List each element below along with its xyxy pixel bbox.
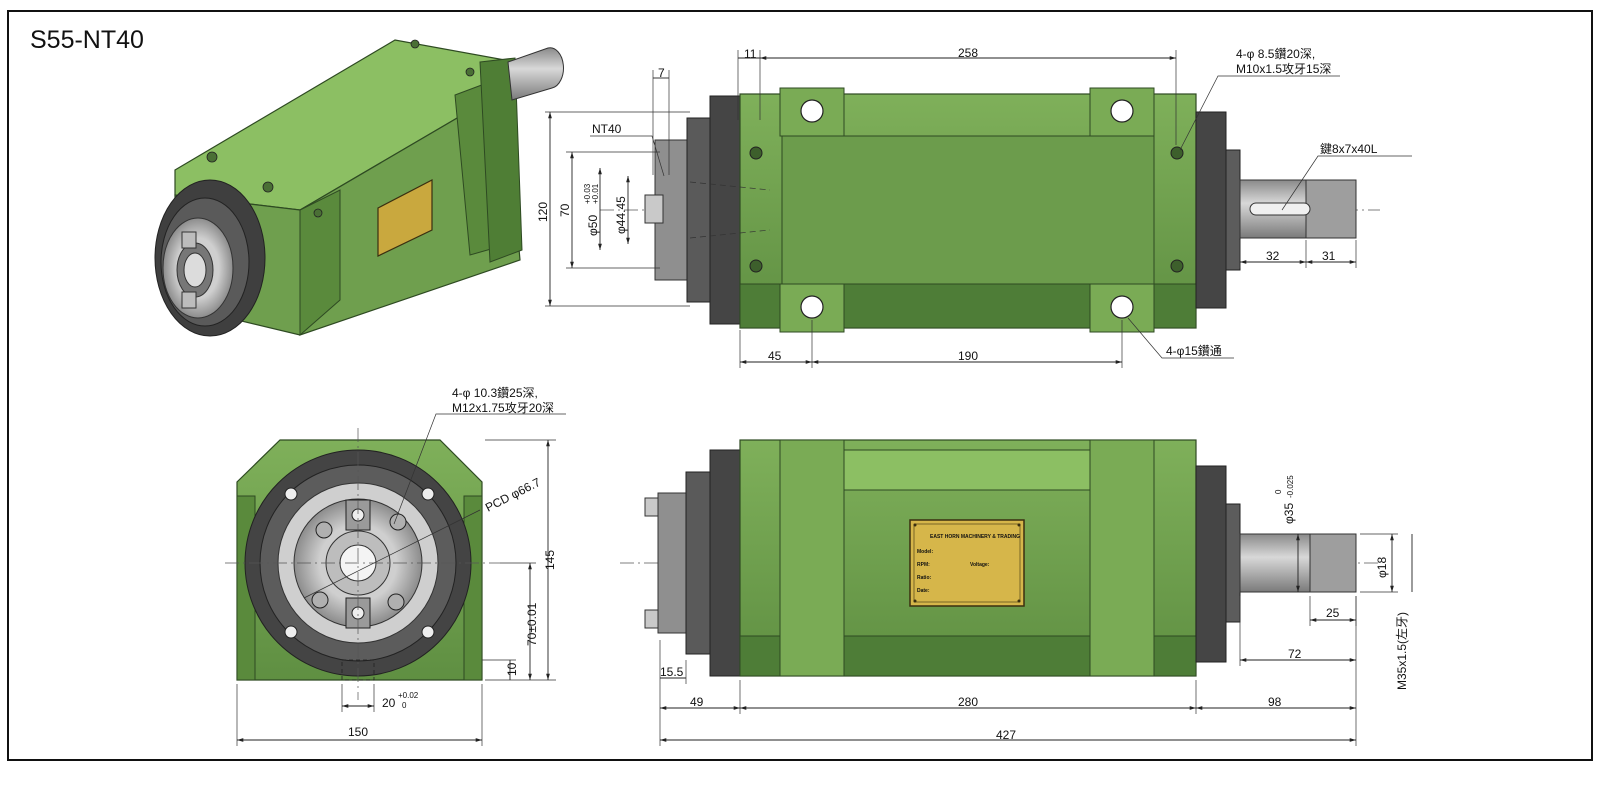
plate-date: Date: <box>917 588 930 594</box>
end-note-2: M12x1.75攻牙20深 <box>452 401 554 415</box>
dim-15-5: 15.5 <box>660 665 684 679</box>
phi35-tol-upper: 0 <box>1274 489 1283 494</box>
note-key: 鍵8x7x40L <box>1320 141 1378 156</box>
dim-150: 150 <box>348 725 368 739</box>
dim-11: 11 <box>744 47 757 61</box>
dim-72: 72 <box>1288 647 1302 661</box>
dim-70-tol: 70±0.01 <box>525 602 539 646</box>
dim-258: 258 <box>958 46 978 60</box>
dim-20-tol-lower: 0 <box>402 701 407 710</box>
dim-45: 45 <box>768 349 782 363</box>
dim-31: 31 <box>1322 249 1336 263</box>
thread-spec: M35x1.5(左牙) <box>1394 612 1409 690</box>
note-through: 4-φ15鑽通 <box>1166 343 1222 358</box>
dim-427: 427 <box>996 728 1016 742</box>
drawing-title: S55-NT40 <box>30 26 144 54</box>
top-view-dims <box>545 50 1412 368</box>
plate-ratio: Ratio: <box>917 575 932 581</box>
plate-company: EAST HORN MACHINERY & TRADING <box>930 534 1020 540</box>
plate-model: Model: <box>917 549 933 555</box>
note-mount-1: 4-φ 8.5鑽20深, <box>1236 46 1315 61</box>
side-view-dims <box>659 533 1413 746</box>
dim-145: 145 <box>543 550 557 570</box>
dim-190: 190 <box>958 349 978 363</box>
dim-phi18: φ18 <box>1375 557 1389 578</box>
end-view-dims <box>236 413 566 746</box>
dim-280: 280 <box>958 695 978 709</box>
end-view <box>225 428 500 700</box>
plate-rpm: RPM: <box>917 562 930 568</box>
note-mount-2: M10x1.5攻牙15深 <box>1236 62 1331 76</box>
dim-20: 20 <box>382 696 396 710</box>
phi50-tol-upper: +0.03 <box>583 183 592 204</box>
pcd-label: PCD φ66.7 <box>483 475 543 515</box>
isometric-view <box>154 39 564 337</box>
top-view <box>600 87 1380 333</box>
phi35-tol-lower: -0.025 <box>1286 475 1295 498</box>
dim-49: 49 <box>690 695 704 709</box>
label-nt40: NT40 <box>592 122 622 136</box>
dim-phi4445: φ44.45 <box>614 196 628 234</box>
dim-120: 120 <box>536 202 550 222</box>
dim-phi50: φ50 <box>586 215 600 236</box>
dim-98: 98 <box>1268 695 1282 709</box>
dim-20-tol-upper: +0.02 <box>398 691 419 700</box>
side-view <box>620 439 1380 677</box>
end-note-1: 4-φ 10.3鑽25深, <box>452 385 538 400</box>
dim-70: 70 <box>558 203 572 217</box>
dim-10: 10 <box>505 662 519 676</box>
dim-7: 7 <box>658 66 665 80</box>
dim-25: 25 <box>1326 606 1340 620</box>
dim-phi35: φ35 <box>1282 503 1296 524</box>
sheet-border <box>7 10 1593 761</box>
phi50-tol-lower: +0.01 <box>591 183 600 204</box>
dim-32: 32 <box>1266 249 1280 263</box>
plate-voltage: Voltage: <box>970 562 990 568</box>
